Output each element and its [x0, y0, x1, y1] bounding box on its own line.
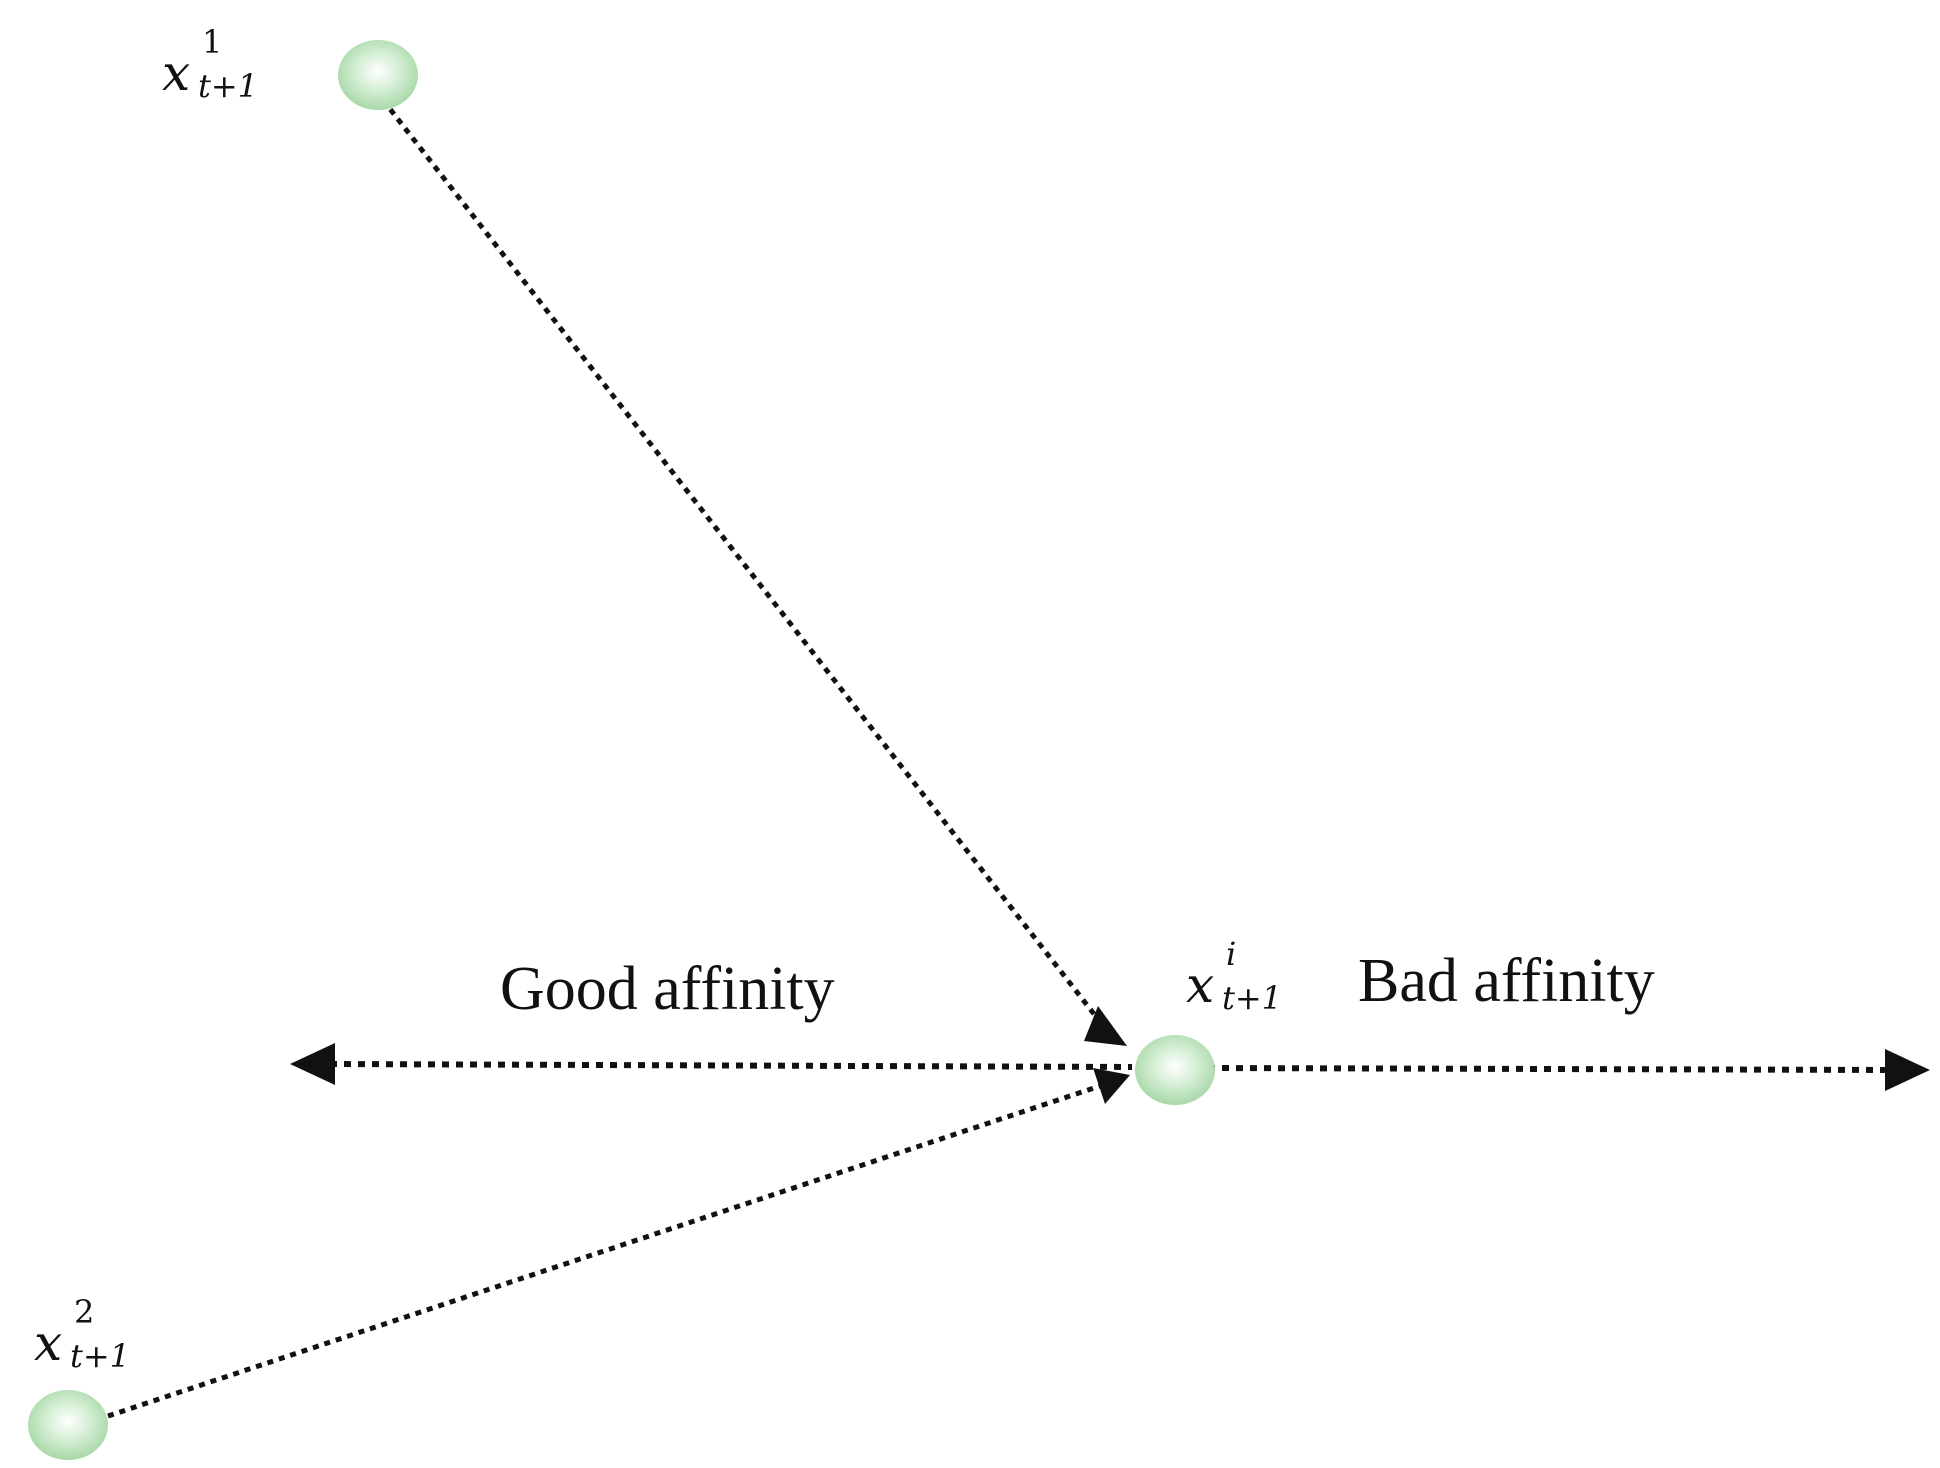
- good-affinity-arrowhead: [290, 1043, 335, 1085]
- bad-affinity-label: Bad affinity: [1358, 947, 1655, 1015]
- label-x1-base: x: [162, 44, 191, 102]
- bad-affinity-arrow-line: [1207, 1065, 1891, 1073]
- label-xi-subscript: t+1: [1222, 979, 1283, 1017]
- label-x1: x 1 t+1: [162, 26, 258, 102]
- label-xi: x i t+1: [1186, 938, 1282, 1014]
- arrowhead-x1-to-xi: [1084, 1006, 1127, 1046]
- label-x2-superscript: 2: [74, 1293, 95, 1331]
- bad-affinity-arrowhead: [1885, 1049, 1930, 1091]
- label-x1-subscript: t+1: [198, 67, 259, 105]
- edge-x1-to-xi: [381, 98, 1110, 1034]
- node-xi: [1135, 1035, 1215, 1105]
- node-x2: [28, 1390, 108, 1460]
- arrowhead-x2-to-xi: [1093, 1068, 1130, 1104]
- label-xi-superscript: i: [1226, 935, 1237, 973]
- label-x2-base: x: [34, 1314, 63, 1372]
- good-affinity-label: Good affinity: [500, 955, 835, 1023]
- edge-x2-to-xi: [107, 1083, 1101, 1419]
- label-x2: x 2 t+1: [34, 1296, 130, 1372]
- good-affinity-arrow-line: [329, 1061, 1133, 1070]
- label-x2-subscript: t+1: [70, 1337, 131, 1375]
- label-x1-superscript: 1: [202, 23, 223, 61]
- node-x1: [338, 40, 418, 110]
- label-xi-base: x: [1186, 956, 1215, 1014]
